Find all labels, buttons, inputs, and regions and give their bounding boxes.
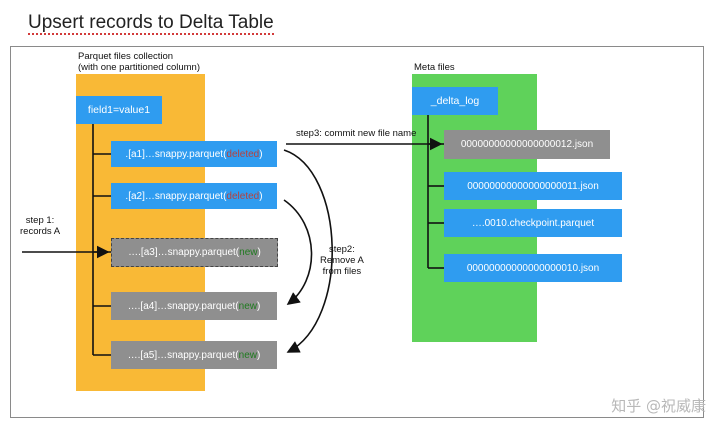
meta-file-10-json: 00000000000000000010.json [444,254,622,282]
parquet-file-a3-name: ….[a3]…snappy.parquet( [128,247,240,258]
step1-label: step 1: records A [20,215,60,237]
parquet-file-a1-close: ) [259,148,263,160]
delta-log-folder-box: _delta_log [412,87,498,115]
parquet-file-a1: .[a1]…snappy.parquet(deleted) [111,141,277,167]
meta-file-12-json: 00000000000000000012.json [444,130,610,159]
step1-label-line2: records A [20,226,61,237]
parquet-file-a4-status: new [238,300,257,312]
parquet-file-a1-name: .[a1]…snappy.parquet( [125,148,227,160]
parquet-file-a5: ….[a5]…snappy.parquet(new) [111,341,277,369]
step2-arrow-a1-to-a5 [283,149,333,353]
delta-log-folder-label: _delta_log [430,95,480,107]
step3-label: step3: commit new file name [296,128,417,139]
parquet-file-a5-close: ) [257,349,261,361]
meta-panel-label: Meta files [414,62,455,73]
parquet-panel-label-line1: Parquet files collection [78,51,174,62]
step1-label-line1: step 1: [25,215,55,226]
parquet-panel-label: Parquet files collection (with one parti… [78,51,200,73]
parquet-file-a3-close: ) [257,247,261,258]
parquet-file-a3: ….[a3]…snappy.parquet(new) [111,238,278,267]
partition-folder-box: field1=value1 [76,96,162,124]
parquet-file-a4: ….[a4]…snappy.parquet(new) [111,292,277,320]
parquet-file-a5-name: ….[a5]…snappy.parquet( [127,349,239,361]
parquet-file-a2-status: deleted [226,190,260,202]
parquet-panel-label-line2: (with one partitioned column) [78,62,200,73]
parquet-file-a2: .[a2]…snappy.parquet(deleted) [111,183,277,209]
step2-label: step2: Remove A from files [320,244,364,277]
parquet-file-a4-name: ….[a4]…snappy.parquet( [127,300,239,312]
meta-files-panel [412,74,537,342]
parquet-file-a1-status: deleted [226,148,260,160]
watermark-text: 知乎 @祝威康 [611,397,706,415]
partition-folder-label: field1=value1 [87,104,151,116]
parquet-files-panel [76,74,205,391]
diagram-title: Upsert records to Delta Table [28,12,274,35]
parquet-file-a4-close: ) [257,300,261,312]
meta-file-11-json: 00000000000000000011.json [444,172,622,200]
parquet-file-a2-close: ) [259,190,263,202]
step2-arrow-a2-to-a4 [283,199,313,305]
meta-file-10-json-label: 00000000000000000010.json [466,262,600,274]
parquet-file-a2-name: .[a2]…snappy.parquet( [125,190,227,202]
parquet-file-a5-status: new [238,349,257,361]
meta-file-checkpoint: ….0010.checkpoint.parquet [444,209,622,237]
meta-file-12-json-label: 00000000000000000012.json [460,139,594,150]
parquet-file-a3-status: new [239,247,258,258]
step2-label-line1: step2: [328,244,355,255]
meta-file-checkpoint-label: ….0010.checkpoint.parquet [471,217,595,229]
step2-label-line3: from files [322,266,362,277]
step2-label-line2: Remove A [320,255,364,266]
diagram-title-text: Upsert records to Delta Table [28,12,274,35]
meta-file-11-json-label: 00000000000000000011.json [467,180,599,192]
